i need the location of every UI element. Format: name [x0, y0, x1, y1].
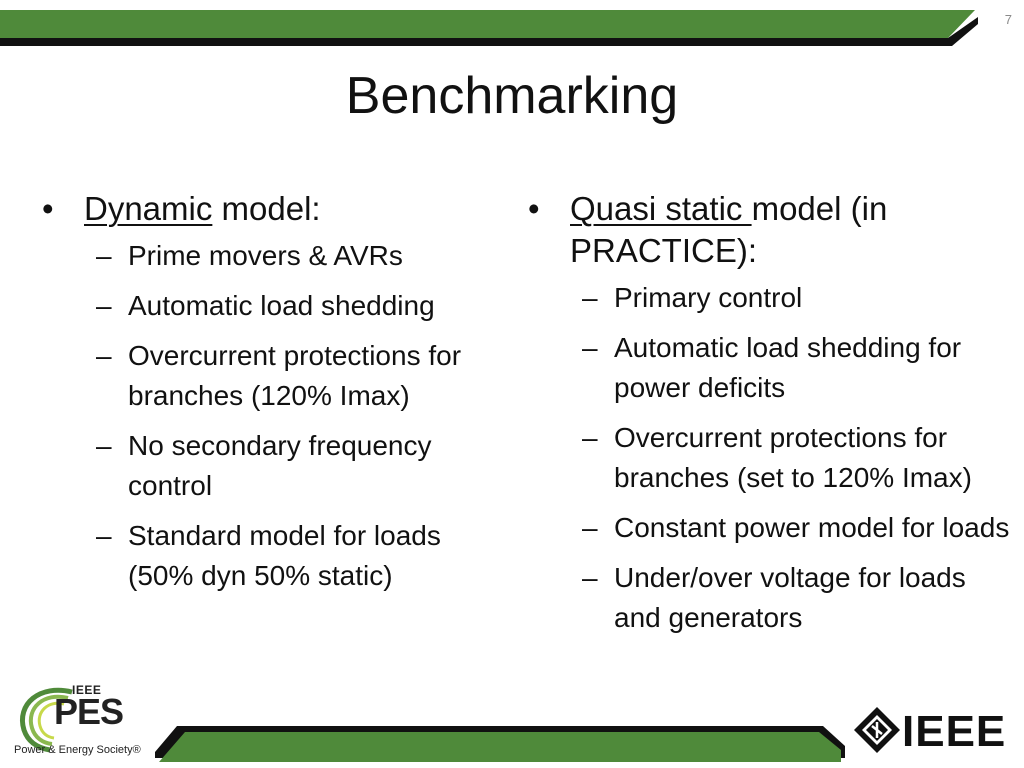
- list-item-text: No secondary frequency control: [128, 430, 432, 501]
- slide-number: 7: [1004, 12, 1012, 27]
- left-heading-underlined: Dynamic: [84, 190, 213, 227]
- list-item: – Overcurrent protections for branches (…: [40, 336, 490, 416]
- list-item-text: Automatic load shedding: [128, 290, 435, 321]
- left-heading-rest: model:: [212, 190, 321, 227]
- ieee-logo-text: IEEE: [902, 707, 1007, 756]
- ieee-diamond-icon: [854, 707, 900, 753]
- list-item: – No secondary frequency control: [40, 426, 490, 506]
- left-column: • Dynamic model: – Prime movers & AVRs –…: [40, 188, 490, 606]
- dash-icon: –: [582, 422, 598, 453]
- list-item: – Overcurrent protections for branches (…: [526, 418, 1016, 498]
- dash-icon: –: [582, 512, 598, 543]
- list-item: – Primary control: [526, 278, 1016, 318]
- bullet-icon: •: [528, 190, 540, 227]
- dash-icon: –: [582, 282, 598, 313]
- right-column: • Quasi static model (in PRACTICE): – Pr…: [526, 188, 1016, 648]
- dash-icon: –: [96, 520, 112, 551]
- list-item-text: Standard model for loads (50% dyn 50% st…: [128, 520, 441, 591]
- list-item: – Prime movers & AVRs: [40, 236, 490, 276]
- bottom-band-decoration: [155, 726, 845, 762]
- pes-logo-ieee-text: IEEE: [72, 683, 102, 697]
- list-item: – Automatic load shedding: [40, 286, 490, 326]
- list-item-text: Prime movers & AVRs: [128, 240, 403, 271]
- dash-icon: –: [96, 290, 112, 321]
- list-item-text: Automatic load shedding for power defici…: [614, 332, 962, 403]
- pes-logo-society-text: Power & Energy Society®: [14, 744, 141, 756]
- bullet-icon: •: [42, 190, 54, 227]
- top-band-decoration: [0, 10, 978, 46]
- right-heading-underlined: Quasi static: [570, 190, 752, 227]
- dash-icon: –: [96, 240, 112, 271]
- list-item-text: Overcurrent protections for branches (12…: [128, 340, 462, 411]
- right-heading-rest: model (in PRACTICE):: [570, 190, 888, 269]
- dash-icon: –: [582, 562, 598, 593]
- dash-icon: –: [96, 430, 112, 461]
- list-item: – Automatic load shedding for power defi…: [526, 328, 1016, 408]
- list-item: – Standard model for loads (50% dyn 50% …: [40, 516, 490, 596]
- left-heading: • Dynamic model:: [40, 188, 490, 230]
- dash-icon: –: [96, 340, 112, 371]
- list-item: – Under/over voltage for loads and gener…: [526, 558, 1016, 638]
- dash-icon: –: [582, 332, 598, 363]
- list-item-text: Overcurrent protections for branches (se…: [614, 422, 972, 493]
- list-item-text: Constant power model for loads: [614, 512, 1010, 543]
- pes-logo-pes-text: PES: [54, 691, 124, 732]
- slide-title: Benchmarking: [345, 67, 679, 125]
- list-item: – Constant power model for loads: [526, 508, 1016, 548]
- right-heading: • Quasi static model (in PRACTICE):: [526, 188, 1016, 272]
- list-item-text: Primary control: [614, 282, 803, 313]
- list-item-text: Under/over voltage for loads and generat…: [614, 562, 966, 633]
- pes-logo-icon: [20, 687, 73, 753]
